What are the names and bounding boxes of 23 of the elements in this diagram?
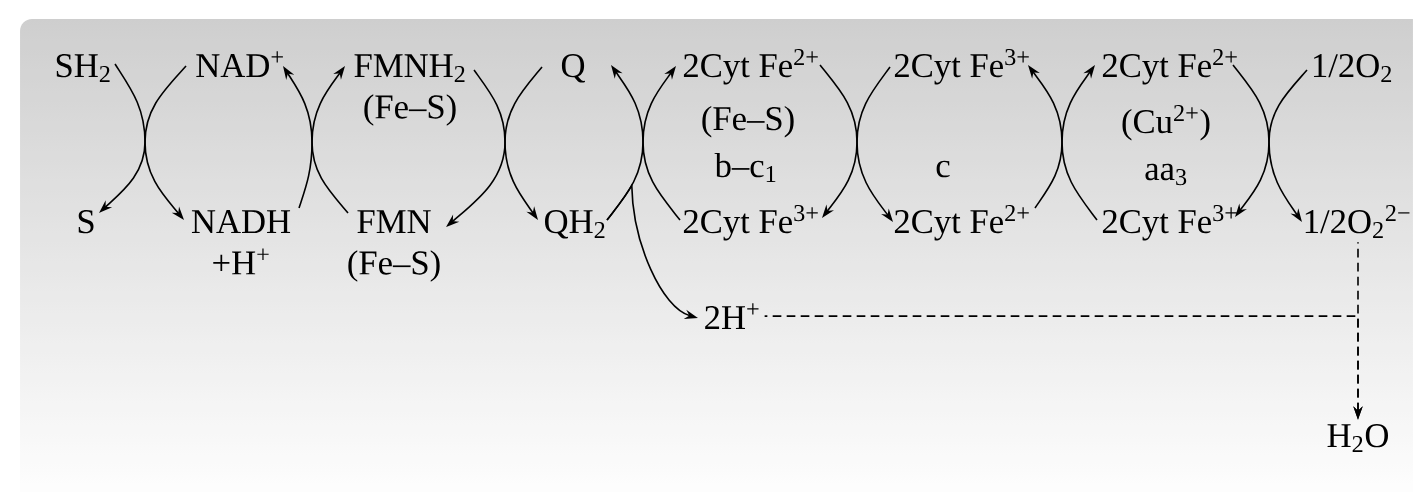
compound-label: FMN (Fe–S) [348, 210, 440, 282]
compound-label: 2Cyt Fe$^{3+}$ [894, 48, 1029, 85]
compound-label: S [78, 210, 94, 234]
compound-label: 2Cyt Fe$^{2+}$ [683, 48, 818, 85]
compound-label: SH$_{2}$ [56, 54, 110, 82]
compound-label: H$_{2}$O [1327, 424, 1388, 452]
complex-label: c [936, 160, 950, 178]
complex-label: aa$_{3}$ [1145, 163, 1187, 186]
compound-label: NAD$^{+}$ [196, 51, 283, 78]
compound-label: NADH +H$^{+}$ [191, 210, 291, 275]
compound-label: Q [561, 54, 585, 83]
compound-label: 2H$^{+}$ [705, 303, 759, 329]
compound-label: 2Cyt Fe$^{2+}$ [894, 204, 1029, 241]
compound-label: 2Cyt Fe$^{2+}$ [1102, 48, 1237, 85]
compound-label: FMNH$_{2}$ (Fe–S) [354, 54, 465, 126]
compound-label: 1/2O$_{2}$2− [1305, 204, 1410, 238]
compound-label: 1/2O$_{2}$ [1314, 54, 1392, 82]
complex-label: (Fe–S) [702, 105, 794, 138]
complex-label: (Cu$^{2+}$) [1122, 104, 1210, 141]
compound-label: QH$_{2}$ [545, 210, 605, 239]
compound-label: 2Cyt Fe$^{3+}$ [683, 204, 818, 241]
compound-label: 2Cyt Fe$^{3+}$ [1102, 204, 1237, 241]
complex-label: b–c$_{1}$ [714, 152, 776, 182]
